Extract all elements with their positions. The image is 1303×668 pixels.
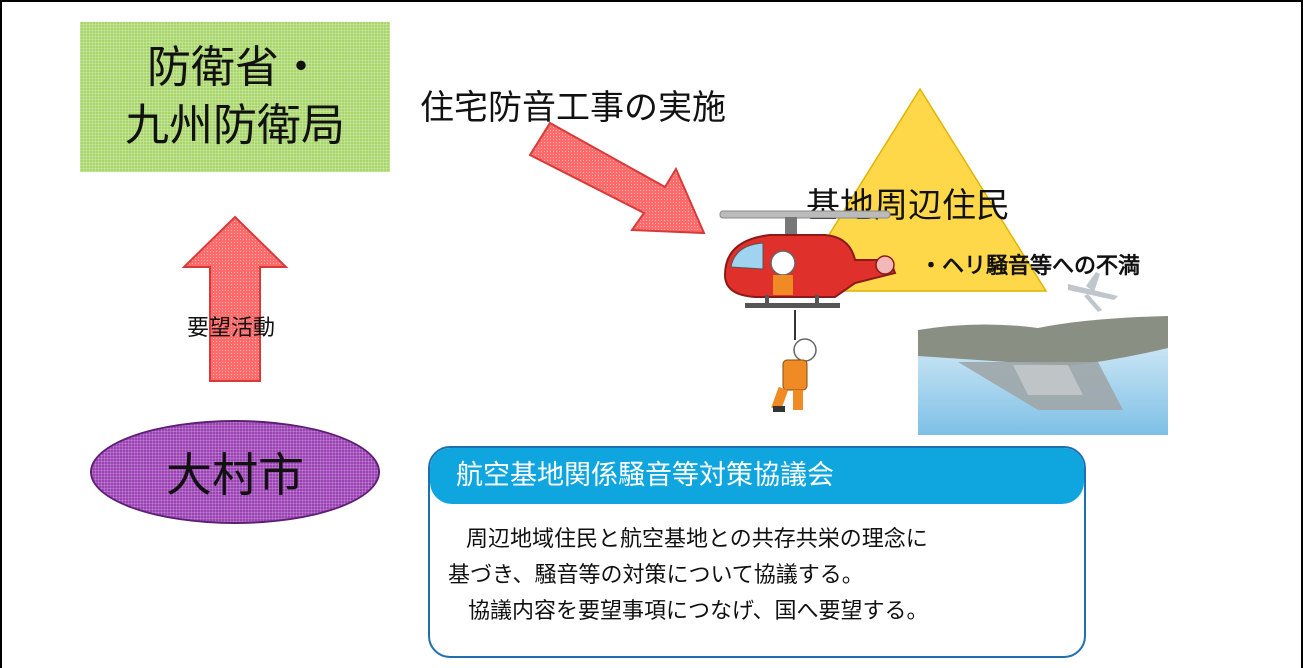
ministry-line1: 防衛省・ [147,42,323,93]
rescuer-icon [771,310,817,412]
city-ellipse: 大村市 [90,420,380,524]
council-box: 航空基地関係騒音等対策協議会 周辺地域住民と航空基地との共存共栄の理念に 基づき… [428,446,1086,658]
council-title: 航空基地関係騒音等対策協議会 [430,448,1084,504]
council-line-2: 基づき、騒音等の対策について協議する。 [448,563,864,588]
residents-title: 基地周辺住民 [806,186,1010,226]
request-arrow [181,215,289,382]
council-body: 周辺地域住民と航空基地との共存共栄の理念に 基づき、騒音等の対策について協議する… [430,504,1084,630]
runway-icon [918,272,1168,435]
airplane-icon [1068,272,1118,312]
council-line-3: 協議内容を要望事項につなげ、国へ要望する。 [468,599,929,624]
ministry-line2: 九州防衛局 [125,100,345,151]
residents-complaint: ・ヘリ騒音等への不満 [920,254,1141,279]
construction-label: 住宅防音工事の実施 [420,88,726,128]
construction-arrow [528,121,706,235]
request-label: 要望活動 [187,316,276,341]
ministry-box: 防衛省・ 九州防衛局 [80,22,390,172]
residents-triangle [792,87,1048,292]
council-line-1: 周辺地域住民と航空基地との共存共栄の理念に [466,527,928,552]
helicopter-icon [719,210,897,308]
city-label: 大村市 [166,448,304,502]
